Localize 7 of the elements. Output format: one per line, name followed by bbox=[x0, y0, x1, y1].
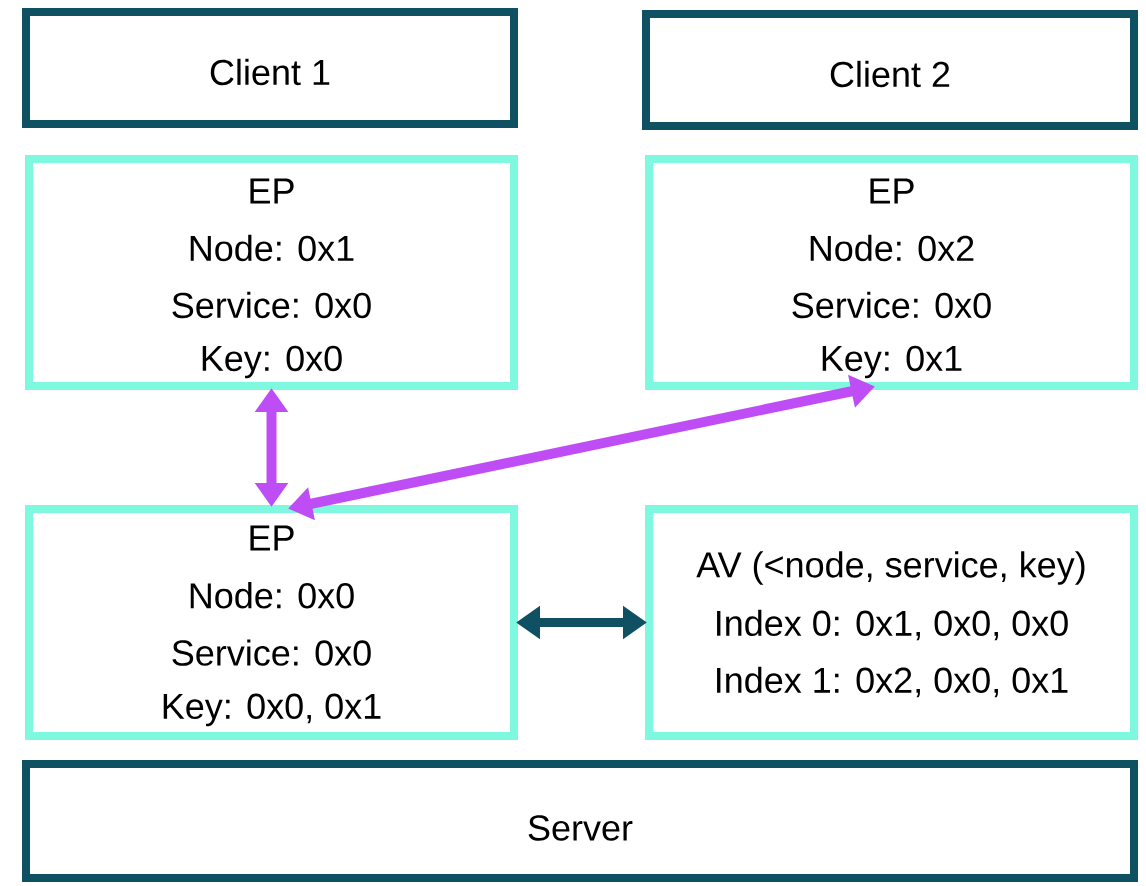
endpoint-box: EP Node: 0x0 Service: 0x0 Key: 0x0, 0x1 bbox=[25, 505, 518, 740]
server-box: Server bbox=[22, 760, 1138, 882]
client-box: Client 2 bbox=[642, 10, 1138, 130]
endpoint-box: EP Node: 0x2 Service: 0x0 Key: 0x1 bbox=[645, 155, 1138, 390]
endpoint-box: EP Node: 0x1 Service: 0x0 Key: 0x0 bbox=[25, 155, 518, 390]
client-box: Client 1 bbox=[22, 8, 518, 128]
address-vector-box: AV (<node, service, key) Index 0: 0x1, 0x0, 0x0 Index 1: 0x2, 0x0, 0x1 bbox=[645, 505, 1138, 740]
